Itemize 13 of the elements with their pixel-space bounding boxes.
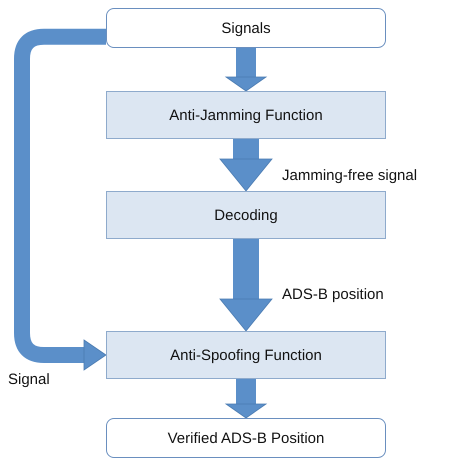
edge-label: ADS-B position bbox=[282, 286, 384, 303]
arrow bbox=[14, 28, 106, 370]
terminal-box: Signals bbox=[106, 8, 386, 48]
arrow bbox=[226, 48, 266, 92]
process-box: Anti-Spoofing Function bbox=[106, 331, 386, 379]
arrow bbox=[220, 139, 272, 192]
arrow bbox=[220, 239, 272, 332]
edge-label: Jamming-free signal bbox=[282, 167, 418, 184]
process-box: Decoding bbox=[106, 191, 386, 239]
edge-label: Signal bbox=[8, 371, 50, 388]
terminal-box: Verified ADS-B Position bbox=[106, 418, 386, 458]
process-box: Anti-Jamming Function bbox=[106, 91, 386, 139]
arrow bbox=[226, 379, 266, 418]
